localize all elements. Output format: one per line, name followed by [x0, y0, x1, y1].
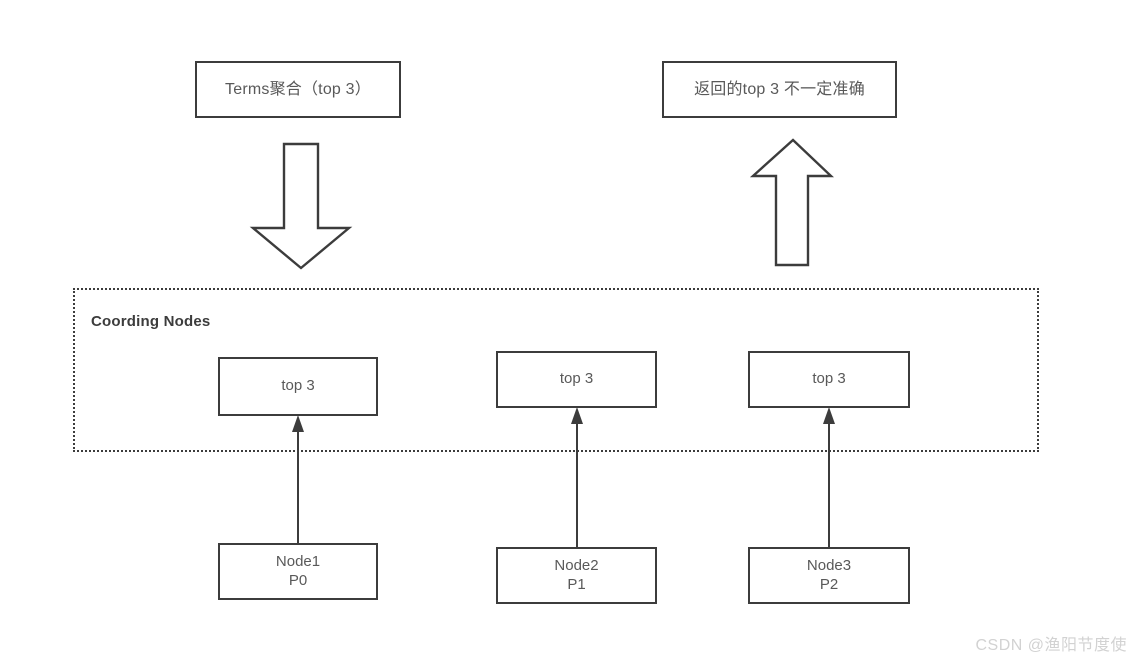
- shard-result-box-3: top 3: [748, 351, 910, 408]
- shard-result-label-2: top 3: [559, 370, 594, 388]
- shard-result-label-3: top 3: [812, 370, 846, 388]
- node-box-1: Node1 P0: [218, 543, 378, 600]
- caption-label-terms-aggregation: Terms聚合（top 3）: [225, 80, 371, 98]
- arrow-down-icon: [249, 142, 353, 270]
- caption-box-inaccurate-result: 返回的top 3 不一定准确: [662, 61, 897, 118]
- arrow-up-icon: [749, 138, 835, 267]
- coording-nodes-title: Coording Nodes: [91, 313, 211, 330]
- coording-nodes-region: [73, 288, 1039, 452]
- node-box-2: Node2 P1: [496, 547, 657, 604]
- shard-result-box-1: top 3: [218, 357, 378, 416]
- caption-label-inaccurate-result: 返回的top 3 不一定准确: [694, 80, 865, 98]
- shard-result-box-2: top 3: [496, 351, 657, 408]
- node-label-1: Node1 P0: [275, 552, 321, 589]
- caption-box-terms-aggregation: Terms聚合（top 3）: [195, 61, 401, 118]
- shard-result-label-1: top 3: [281, 377, 315, 395]
- node-label-3: Node3 P2: [806, 556, 852, 593]
- node-box-3: Node3 P2: [748, 547, 910, 604]
- csdn-watermark: CSDN @渔阳节度使: [975, 637, 1127, 654]
- node-label-2: Node2 P1: [554, 556, 599, 593]
